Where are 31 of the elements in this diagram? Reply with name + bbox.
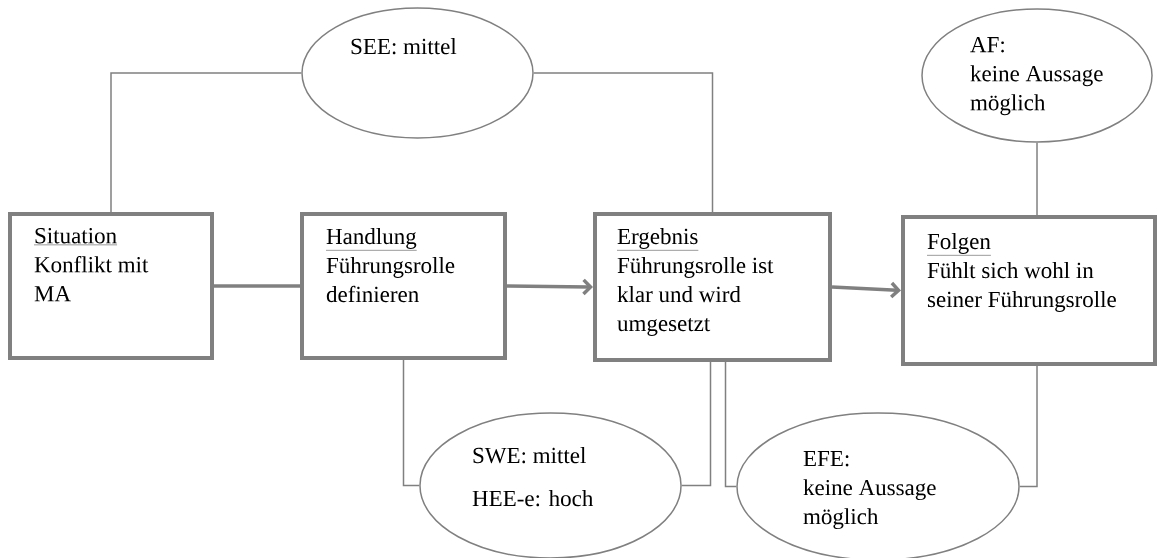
connector xyxy=(681,359,712,487)
node-text: Konflikt mit MA xyxy=(34,256,149,302)
process-box xyxy=(901,215,1157,366)
process-box xyxy=(300,212,507,360)
node-text: Handlung xyxy=(325,228,417,251)
node-text: Ergebnis xyxy=(616,228,699,251)
node-text: SEE: mittel xyxy=(351,38,457,55)
rating-ellipse xyxy=(921,8,1153,143)
connector xyxy=(402,357,420,487)
node-text: EFE: xyxy=(803,451,849,467)
node-text: SWE: mittel xyxy=(473,447,586,464)
connector xyxy=(533,72,714,213)
process-box xyxy=(593,212,832,362)
node-text: Folgen xyxy=(926,233,992,256)
node-text: Situation xyxy=(33,228,118,246)
node-text: keine Aussage möglich xyxy=(803,479,936,530)
connector xyxy=(1019,363,1038,488)
connector xyxy=(214,284,300,288)
node-text: Führungsrolle definieren xyxy=(326,257,455,303)
connector xyxy=(110,72,302,213)
node-text: HEE-e: hoch xyxy=(472,490,594,507)
connector xyxy=(507,278,593,296)
node-text: Führungsrolle ist klar und wird umgesetzt xyxy=(617,257,774,336)
node-text: AF: xyxy=(970,37,1004,53)
connector xyxy=(831,281,901,299)
rating-ellipse xyxy=(301,7,534,139)
connector xyxy=(1036,142,1038,216)
node-text: keine Aussage möglich xyxy=(970,65,1103,116)
node-text: Fühlt sich wohl in seiner Führungsrolle xyxy=(927,262,1116,312)
connector xyxy=(724,359,737,488)
process-box xyxy=(8,212,214,360)
